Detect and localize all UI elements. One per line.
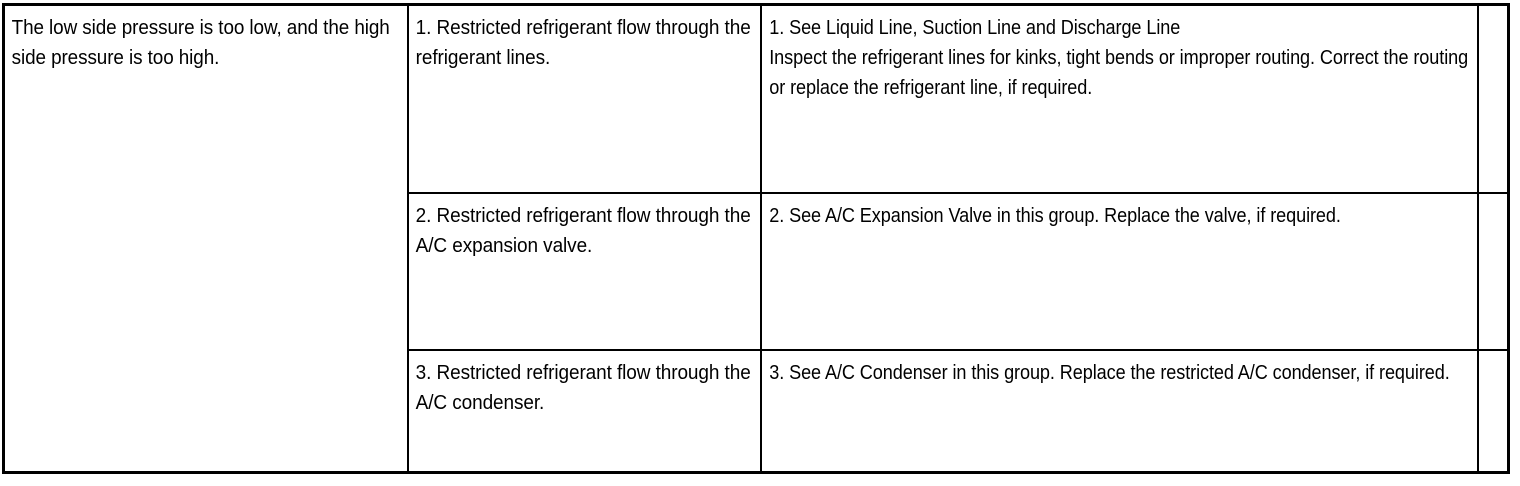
blank-cell-2: [1477, 191, 1510, 352]
remedy-cell-2: 2. See A/C Expansion Valve in this group…: [759, 191, 1480, 352]
table-row: 2. Restricted refrigerant flow through t…: [4, 191, 1510, 352]
cause-cell-2: 2. Restricted refrigerant flow through t…: [407, 191, 762, 352]
cause-text-2: 2. Restricted refrigerant flow through t…: [415, 204, 751, 257]
blank-text-1: [1479, 6, 1507, 17]
cause-text-3: 3. Restricted refrigerant flow through t…: [415, 362, 751, 415]
remedy-cell-3: 3. See A/C Condenser in this group. Repl…: [759, 349, 1480, 474]
troubleshooting-table: The low side pressure is too low, and th…: [2, 3, 1510, 474]
cause-cell-1: 1. Restricted refrigerant flow through t…: [407, 3, 762, 194]
condition-cell: The low side pressure is too low, and th…: [2, 3, 410, 474]
blank-cell-3: [1477, 349, 1510, 474]
remedy-text-1: 1. See Liquid Line, Suction Line and Dis…: [769, 17, 1469, 99]
remedy-cell-1: 1. See Liquid Line, Suction Line and Dis…: [759, 3, 1480, 194]
remedy-text-3: 3. See A/C Condenser in this group. Repl…: [769, 362, 1450, 385]
condition-text: The low side pressure is too low, and th…: [11, 17, 390, 69]
table-row: 3. Restricted refrigerant flow through t…: [4, 349, 1510, 474]
blank-text-3: [1479, 351, 1507, 362]
cause-cell-3: 3. Restricted refrigerant flow through t…: [407, 349, 762, 474]
remedy-text-2: 2. See A/C Expansion Valve in this group…: [769, 204, 1341, 227]
cause-text-1: 1. Restricted refrigerant flow through t…: [415, 17, 751, 69]
table-row: The low side pressure is too low, and th…: [2, 3, 1510, 474]
blank-text-2: [1479, 194, 1507, 205]
blank-cell-1: [1477, 3, 1510, 194]
